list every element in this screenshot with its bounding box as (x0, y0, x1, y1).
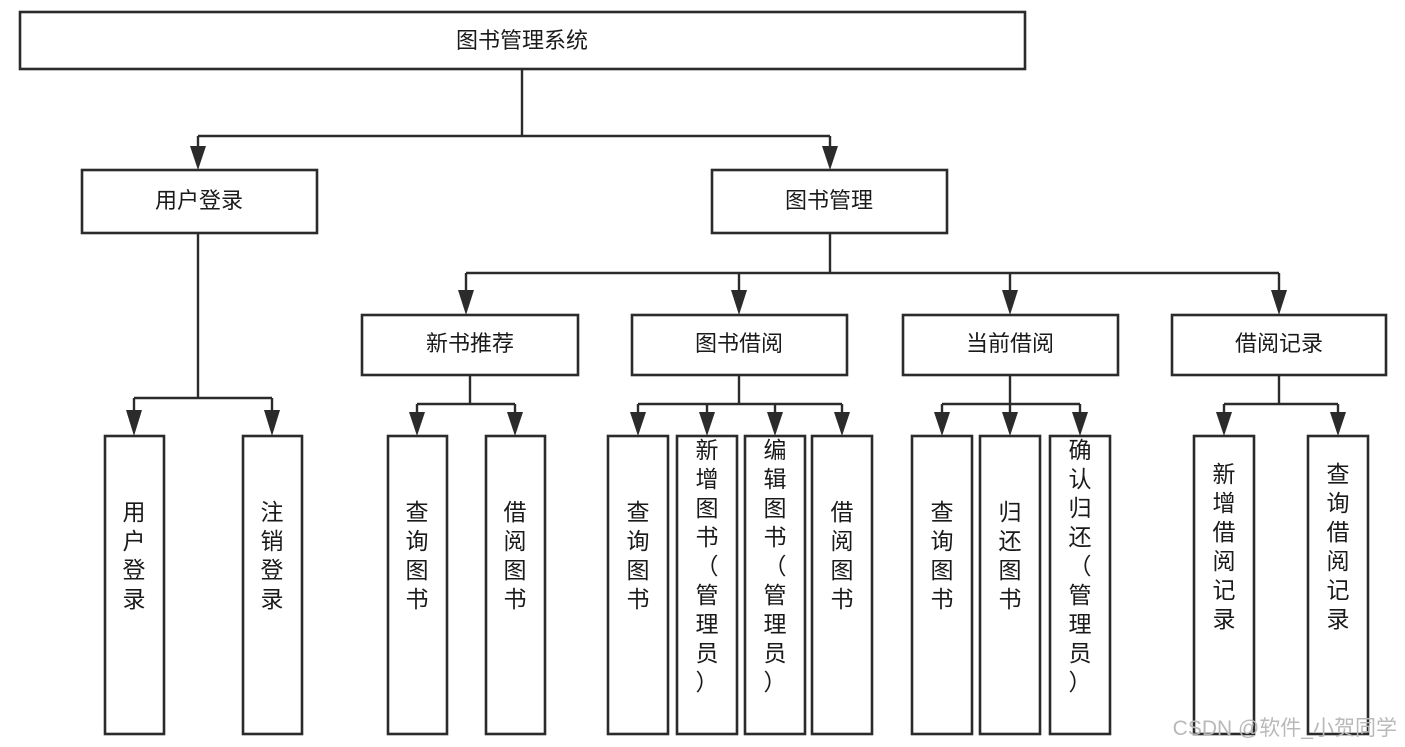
node-leaf-add-book-box[interactable] (675, 434, 739, 736)
node-new-book-recommend-label: 新书推荐 (426, 331, 514, 356)
node-leaf-query-book-3-label: 查询图书 (931, 499, 954, 612)
node-leaf-query-book-2[interactable]: 查询图书 (606, 434, 670, 736)
node-user-login-box[interactable] (80, 168, 319, 235)
node-leaf-return-book-label: 归还图书 (999, 499, 1022, 612)
node-leaf-edit-book-label: 编辑图书（管理员） (764, 437, 787, 695)
arrowhead-current-borrow (1002, 290, 1018, 315)
node-leaf-edit-book-box[interactable] (743, 434, 807, 736)
node-leaf-query-record[interactable]: 查询借阅记录 (1306, 434, 1370, 736)
node-leaf-user-login-box[interactable] (103, 434, 166, 736)
node-leaf-query-book-2-box[interactable] (606, 434, 670, 736)
node-root-box[interactable] (18, 10, 1027, 71)
connector-layer (126, 69, 1346, 436)
node-leaf-borrow-book-2-label: 借阅图书 (831, 499, 854, 612)
node-leaf-query-book-3[interactable]: 查询图书 (910, 434, 974, 736)
node-current-borrow-label: 当前借阅 (966, 331, 1054, 356)
node-current-borrow-box[interactable] (901, 313, 1120, 377)
arrowhead-leaf-borrow-book-2 (834, 412, 850, 436)
arrowhead-borrow-record (1271, 290, 1287, 315)
node-borrow-record[interactable]: 借阅记录 (1170, 313, 1388, 377)
arrowhead-leaf-query-book-2 (630, 412, 646, 436)
node-leaf-borrow-book-1-box[interactable] (484, 434, 547, 736)
arrowhead-leaf-add-book (699, 412, 715, 436)
node-leaf-query-book-1-box[interactable] (386, 434, 449, 736)
node-borrow-record-box[interactable] (1170, 313, 1388, 377)
node-leaf-user-logout[interactable]: 注销登录 (241, 434, 304, 736)
node-root-label: 图书管理系统 (456, 28, 588, 53)
node-book-manage-box[interactable] (710, 168, 949, 235)
arrowhead-leaf-borrow-book-1 (507, 412, 523, 436)
node-book-manage[interactable]: 图书管理 (710, 168, 949, 235)
node-book-borrow[interactable]: 图书借阅 (630, 313, 849, 377)
node-leaf-user-logout-box[interactable] (241, 434, 304, 736)
node-leaf-query-book-3-box[interactable] (910, 434, 974, 736)
node-leaf-query-record-label: 查询借阅记录 (1327, 461, 1350, 632)
node-book-borrow-box[interactable] (630, 313, 849, 377)
node-book-manage-label: 图书管理 (785, 188, 873, 213)
node-user-login[interactable]: 用户登录 (80, 168, 319, 235)
node-current-borrow[interactable]: 当前借阅 (901, 313, 1120, 377)
node-leaf-edit-book[interactable]: 编辑图书（管理员） (743, 434, 807, 736)
node-leaf-user-login-label: 用户登录 (123, 499, 146, 612)
node-leaf-query-book-1[interactable]: 查询图书 (386, 434, 449, 736)
arrowhead-leaf-return-book (1002, 412, 1018, 436)
node-leaf-confirm-return[interactable]: 确认归还（管理员） (1048, 434, 1112, 736)
arrowhead-leaf-add-record (1216, 412, 1232, 436)
node-root[interactable]: 图书管理系统 (18, 10, 1027, 71)
node-leaf-return-book-box[interactable] (978, 434, 1042, 736)
node-leaf-add-book-label: 新增图书（管理员） (696, 437, 719, 695)
arrowhead-leaf-user-login (126, 410, 142, 436)
arrowhead-leaf-query-record (1330, 412, 1346, 436)
arrowhead-leaf-user-logout (264, 410, 280, 436)
node-leaf-query-book-1-label: 查询图书 (406, 499, 429, 612)
node-leaf-borrow-book-1[interactable]: 借阅图书 (484, 434, 547, 736)
node-new-book-recommend[interactable]: 新书推荐 (360, 313, 580, 377)
node-leaf-add-record[interactable]: 新增借阅记录 (1192, 434, 1256, 736)
node-leaf-borrow-book-1-label: 借阅图书 (504, 499, 527, 612)
arrowhead-new-book-recommend (458, 290, 474, 315)
arrowhead-leaf-query-book-1 (409, 412, 425, 436)
arrowhead-book-manage (822, 146, 838, 170)
node-user-login-label: 用户登录 (155, 188, 243, 213)
node-leaf-user-login[interactable]: 用户登录 (103, 434, 166, 736)
node-leaf-confirm-return-box[interactable] (1048, 434, 1112, 736)
arrowhead-leaf-edit-book (767, 412, 783, 436)
node-leaf-borrow-book-2[interactable]: 借阅图书 (810, 434, 874, 736)
arrowhead-user-login (190, 146, 206, 170)
node-leaf-query-book-2-label: 查询图书 (627, 499, 650, 612)
node-borrow-record-label: 借阅记录 (1235, 331, 1323, 356)
arrowhead-book-borrow (731, 290, 747, 315)
node-leaf-add-record-box[interactable] (1192, 434, 1256, 736)
node-leaf-borrow-book-2-box[interactable] (810, 434, 874, 736)
node-leaf-confirm-return-label: 确认归还（管理员） (1069, 437, 1092, 695)
arrowhead-leaf-query-book-3 (934, 412, 950, 436)
node-leaf-user-logout-label: 注销登录 (261, 499, 284, 612)
node-leaf-add-book[interactable]: 新增图书（管理员） (675, 434, 739, 736)
node-new-book-recommend-box[interactable] (360, 313, 580, 377)
node-book-borrow-label: 图书借阅 (695, 331, 783, 356)
csdn-watermark: CSDN @软件_小贺同学 (1173, 717, 1397, 740)
node-leaf-add-record-label: 新增借阅记录 (1213, 461, 1236, 632)
arrowhead-leaf-confirm-return (1072, 412, 1088, 436)
node-leaf-query-record-box[interactable] (1306, 434, 1370, 736)
node-leaf-return-book[interactable]: 归还图书 (978, 434, 1042, 736)
